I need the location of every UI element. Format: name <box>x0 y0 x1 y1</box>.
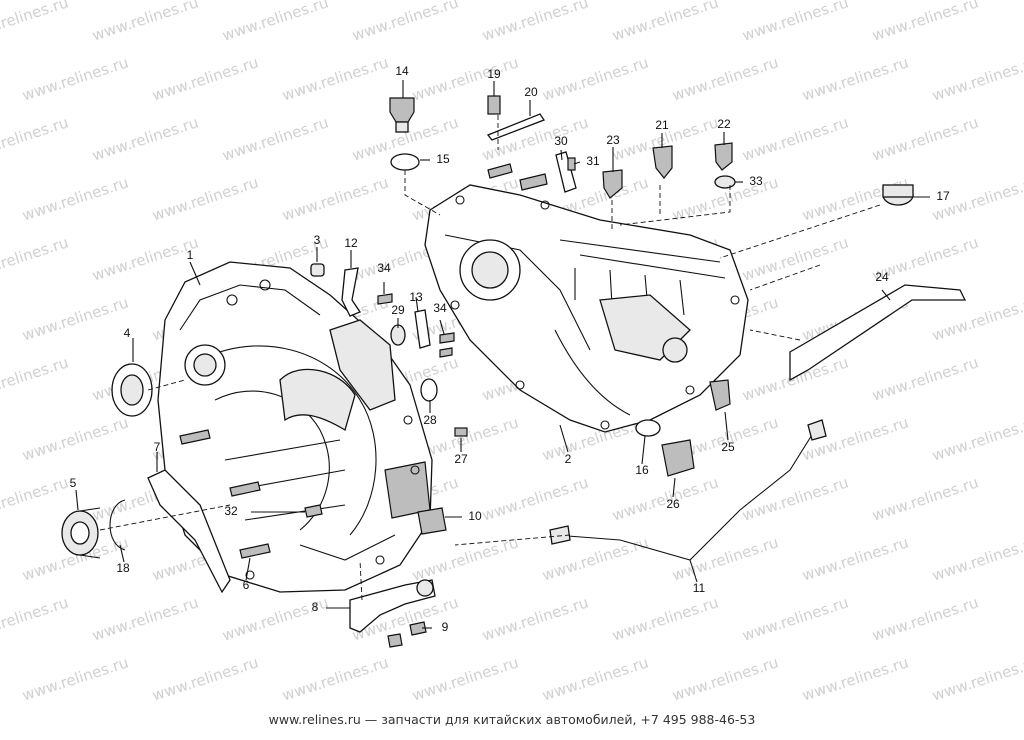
callout-34b: 34 <box>433 301 447 315</box>
part-23-switch <box>602 169 623 199</box>
part-16-washer <box>635 419 661 437</box>
callout-10: 10 <box>468 509 482 523</box>
callout-9: 9 <box>441 620 449 634</box>
callout-21: 21 <box>655 118 669 132</box>
callout-26: 26 <box>666 497 680 511</box>
part-3-plug <box>310 263 325 277</box>
callout-8: 8 <box>311 600 319 614</box>
callout-24: 24 <box>875 270 889 284</box>
studs <box>487 163 548 191</box>
part-33-washer <box>714 175 736 189</box>
callout-29: 29 <box>391 303 405 317</box>
callout-16: 16 <box>635 463 649 477</box>
callout-23: 23 <box>606 133 620 147</box>
callout-31: 31 <box>586 154 600 168</box>
part-13-bracket <box>414 309 431 349</box>
callout-1: 1 <box>186 248 194 262</box>
part-9-bolts <box>387 621 427 648</box>
alignment-lines <box>99 115 881 601</box>
callout-6: 6 <box>242 578 250 592</box>
part-26-plug <box>661 439 695 477</box>
leader-lines <box>75 80 930 629</box>
part-8-slave-cylinder <box>349 579 436 633</box>
callout-11: 11 <box>692 581 706 595</box>
callout-14: 14 <box>395 64 409 78</box>
part-14-plug <box>389 97 415 133</box>
part-15-washer <box>390 153 420 171</box>
part-10-sensor <box>417 507 447 535</box>
callout-13: 13 <box>409 290 423 304</box>
callout-22: 22 <box>717 117 731 131</box>
callout-4: 4 <box>123 326 131 340</box>
callout-3: 3 <box>313 233 321 247</box>
part-11-pipe <box>549 419 827 561</box>
callout-15: 15 <box>436 152 450 166</box>
callout-32: 32 <box>224 504 238 518</box>
part-32-bolt <box>304 504 323 518</box>
callout-5: 5 <box>69 476 77 490</box>
callout-18: 18 <box>116 561 130 575</box>
part-21-switch <box>652 145 673 179</box>
callout-34a: 34 <box>377 261 391 275</box>
part-gearbox-case <box>424 184 749 433</box>
callout-7: 7 <box>153 440 161 454</box>
callout-20: 20 <box>524 85 538 99</box>
part-19-bolt <box>487 95 501 115</box>
part-31-screw <box>567 157 576 171</box>
callout-12: 12 <box>344 236 358 250</box>
callout-27: 27 <box>454 452 468 466</box>
part-22-switch <box>714 142 733 171</box>
part-17-cap <box>882 184 914 206</box>
footer-text: www.relines.ru — запчасти для китайских … <box>268 712 756 727</box>
callout-19: 19 <box>487 67 501 81</box>
part-20-plate <box>486 113 545 141</box>
part-4-seal <box>111 363 153 417</box>
part-12-bracket <box>341 267 361 317</box>
part-6-bolts <box>179 429 271 559</box>
part-5-release-bearing <box>61 507 101 559</box>
part-34-bolts <box>377 293 455 358</box>
part-30-bracket <box>555 151 577 193</box>
callout-30: 30 <box>554 134 568 148</box>
callout-2: 2 <box>564 452 572 466</box>
callout-28: 28 <box>423 413 437 427</box>
part-clutch-housing <box>157 261 433 593</box>
callout-17: 17 <box>936 189 950 203</box>
part-27-pin <box>454 427 468 437</box>
part-7-release-fork <box>147 469 231 594</box>
part-28-seal <box>420 378 438 402</box>
callout-33: 33 <box>749 174 763 188</box>
part-18-clip <box>109 499 126 551</box>
part-24-bracket <box>789 284 967 382</box>
callout-25: 25 <box>721 440 735 454</box>
part-25-plug <box>709 379 731 411</box>
